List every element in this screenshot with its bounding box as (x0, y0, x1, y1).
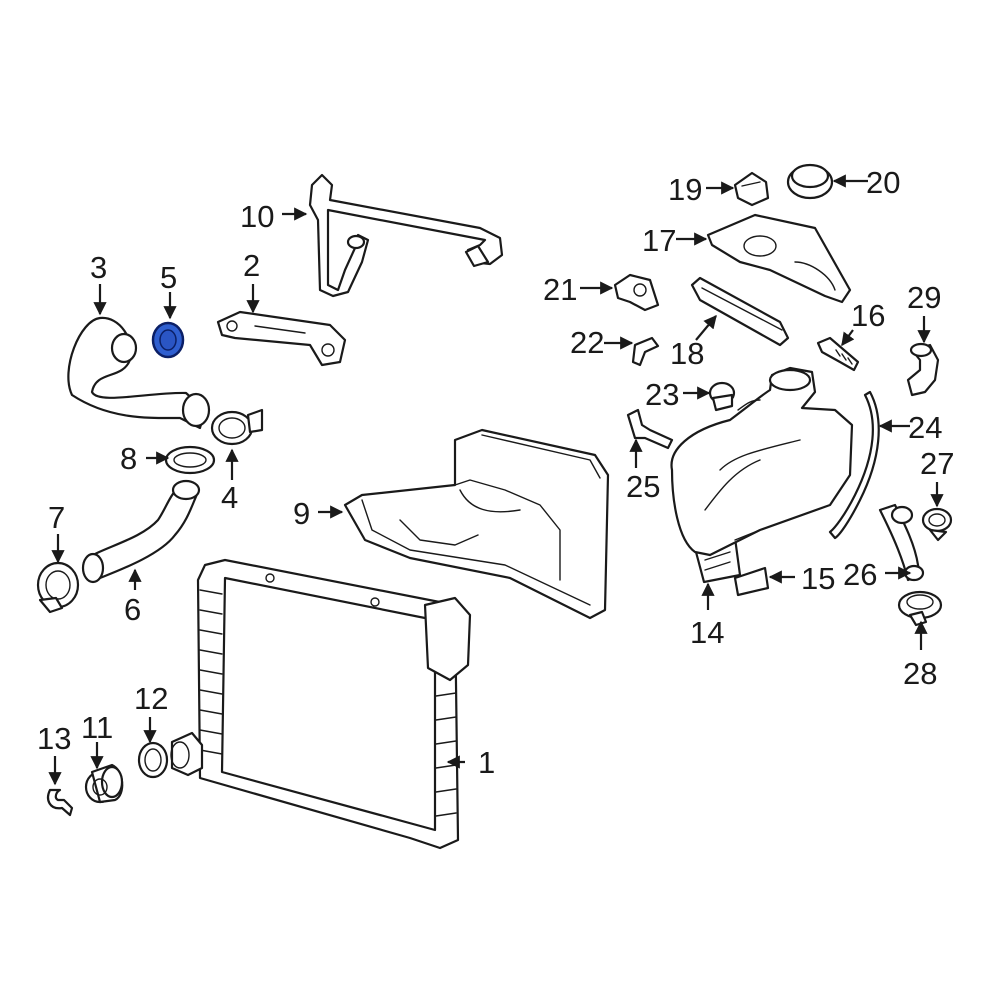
part-2-bracket[interactable] (216, 310, 347, 367)
part-21-sensor[interactable] (613, 273, 660, 312)
callout-16[interactable]: 16 (851, 298, 885, 333)
callout-22[interactable]: 22 (570, 325, 604, 360)
part-15-pad[interactable] (733, 566, 770, 597)
callout-20[interactable]: 20 (866, 165, 900, 200)
part-13-clip[interactable] (46, 788, 74, 817)
callout-labels: 1 2 3 4 5 6 7 8 9 10 11 12 13 14 15 16 1… (37, 165, 954, 780)
callout-18[interactable]: 18 (670, 336, 704, 371)
part-5-gasket[interactable] (151, 321, 185, 359)
part-24-vent-hose[interactable] (828, 390, 880, 540)
part-4-clamp[interactable] (210, 408, 264, 446)
callout-8[interactable]: 8 (120, 441, 137, 476)
callout-9[interactable]: 9 (293, 496, 310, 531)
callout-29[interactable]: 29 (907, 280, 941, 315)
part-12-seal-ring[interactable] (137, 741, 169, 779)
callout-10[interactable]: 10 (240, 199, 274, 234)
part-20-filler-cap[interactable] (786, 163, 834, 200)
callout-15[interactable]: 15 (801, 561, 835, 596)
part-22-clip[interactable] (631, 336, 660, 367)
callout-6[interactable]: 6 (124, 592, 141, 627)
callout-21[interactable]: 21 (543, 272, 577, 307)
callout-13[interactable]: 13 (37, 721, 71, 756)
leader-lines (48, 174, 944, 786)
part-8-o-ring[interactable] (164, 445, 216, 475)
part-29-connector[interactable] (906, 342, 940, 397)
part-25-level-sensor[interactable] (626, 408, 674, 450)
callout-7[interactable]: 7 (48, 500, 65, 535)
part-11-sleeve[interactable] (84, 763, 124, 804)
callout-4[interactable]: 4 (221, 480, 238, 515)
part-23-plug[interactable] (708, 381, 736, 412)
callout-14[interactable]: 14 (690, 615, 724, 650)
part-28-clamp[interactable] (897, 590, 943, 627)
callout-28[interactable]: 28 (903, 656, 937, 691)
callout-25[interactable]: 25 (626, 469, 660, 504)
part-27-clamp[interactable] (921, 507, 953, 542)
callout-19[interactable]: 19 (668, 172, 702, 207)
callout-23[interactable]: 23 (645, 377, 679, 412)
part-1-radiator[interactable] (170, 558, 472, 850)
part-10-wire-harness[interactable] (308, 173, 504, 298)
callout-26[interactable]: 26 (843, 557, 877, 592)
part-6-lower-hose[interactable] (81, 479, 201, 584)
part-9-air-guide[interactable] (343, 428, 610, 620)
part-16-bolt[interactable] (816, 336, 860, 372)
callout-5[interactable]: 5 (160, 260, 177, 295)
callout-11[interactable]: 11 (81, 710, 113, 745)
part-7-clamp[interactable] (36, 561, 80, 614)
callout-17[interactable]: 17 (642, 223, 676, 258)
part-26-hose[interactable] (878, 503, 925, 582)
callout-24[interactable]: 24 (908, 410, 942, 445)
callout-3[interactable]: 3 (90, 250, 107, 285)
part-19-cap[interactable] (733, 171, 770, 207)
callout-27[interactable]: 27 (920, 446, 954, 481)
part-17-cover[interactable] (706, 213, 852, 304)
part-3-upper-hose[interactable] (67, 316, 211, 430)
coolant-expansion-tank[interactable] (670, 366, 854, 557)
callout-2[interactable]: 2 (243, 248, 260, 283)
callout-1[interactable]: 1 (478, 745, 495, 780)
callout-12[interactable]: 12 (134, 681, 168, 716)
part-18-trim[interactable] (690, 276, 790, 347)
